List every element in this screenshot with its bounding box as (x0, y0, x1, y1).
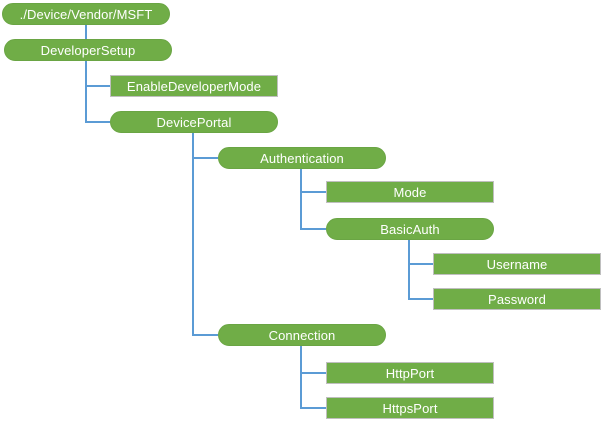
tree-node-username[interactable]: Username (433, 253, 601, 275)
tree-node-password[interactable]: Password (433, 288, 601, 310)
tree-connector (85, 86, 110, 123)
tree-node-label: Authentication (260, 150, 344, 166)
tree-node-label: BasicAuth (380, 221, 440, 237)
tree-node-basicauth[interactable]: BasicAuth (326, 218, 494, 240)
tree-node-label: DevicePortal (156, 114, 232, 130)
tree-connector (300, 192, 326, 230)
tree-connector (408, 240, 433, 265)
tree-node-label: Password (488, 291, 546, 307)
tree-node-httpsport[interactable]: HttpsPort (326, 397, 494, 419)
tree-node-root[interactable]: ./Device/Vendor/MSFT (2, 3, 170, 25)
tree-node-developersetup[interactable]: DeveloperSetup (4, 39, 172, 61)
tree-node-connection[interactable]: Connection (218, 324, 386, 346)
tree-node-label: Mode (393, 184, 427, 200)
tree-connector (408, 264, 433, 300)
tree-connector (192, 133, 218, 159)
tree-node-label: Username (486, 256, 548, 272)
tree-connector (85, 61, 110, 87)
tree-node-label: ./Device/Vendor/MSFT (19, 6, 153, 22)
tree-connector (300, 169, 326, 193)
tree-node-label: HttpsPort (382, 400, 438, 416)
tree-node-authentication[interactable]: Authentication (218, 147, 386, 169)
tree-node-label: Connection (268, 327, 336, 343)
tree-node-label: EnableDeveloperMode (126, 78, 262, 94)
tree-connector (300, 346, 326, 374)
tree-node-label: HttpPort (385, 365, 435, 381)
tree-node-enabledevelopermode[interactable]: EnableDeveloperMode (110, 75, 278, 97)
tree-node-label: DeveloperSetup (40, 42, 136, 58)
tree-node-httpport[interactable]: HttpPort (326, 362, 494, 384)
tree-node-deviceportal[interactable]: DevicePortal (110, 111, 278, 133)
tree-node-mode[interactable]: Mode (326, 181, 494, 203)
tree-connector (192, 158, 218, 336)
tree-connector (300, 373, 326, 409)
